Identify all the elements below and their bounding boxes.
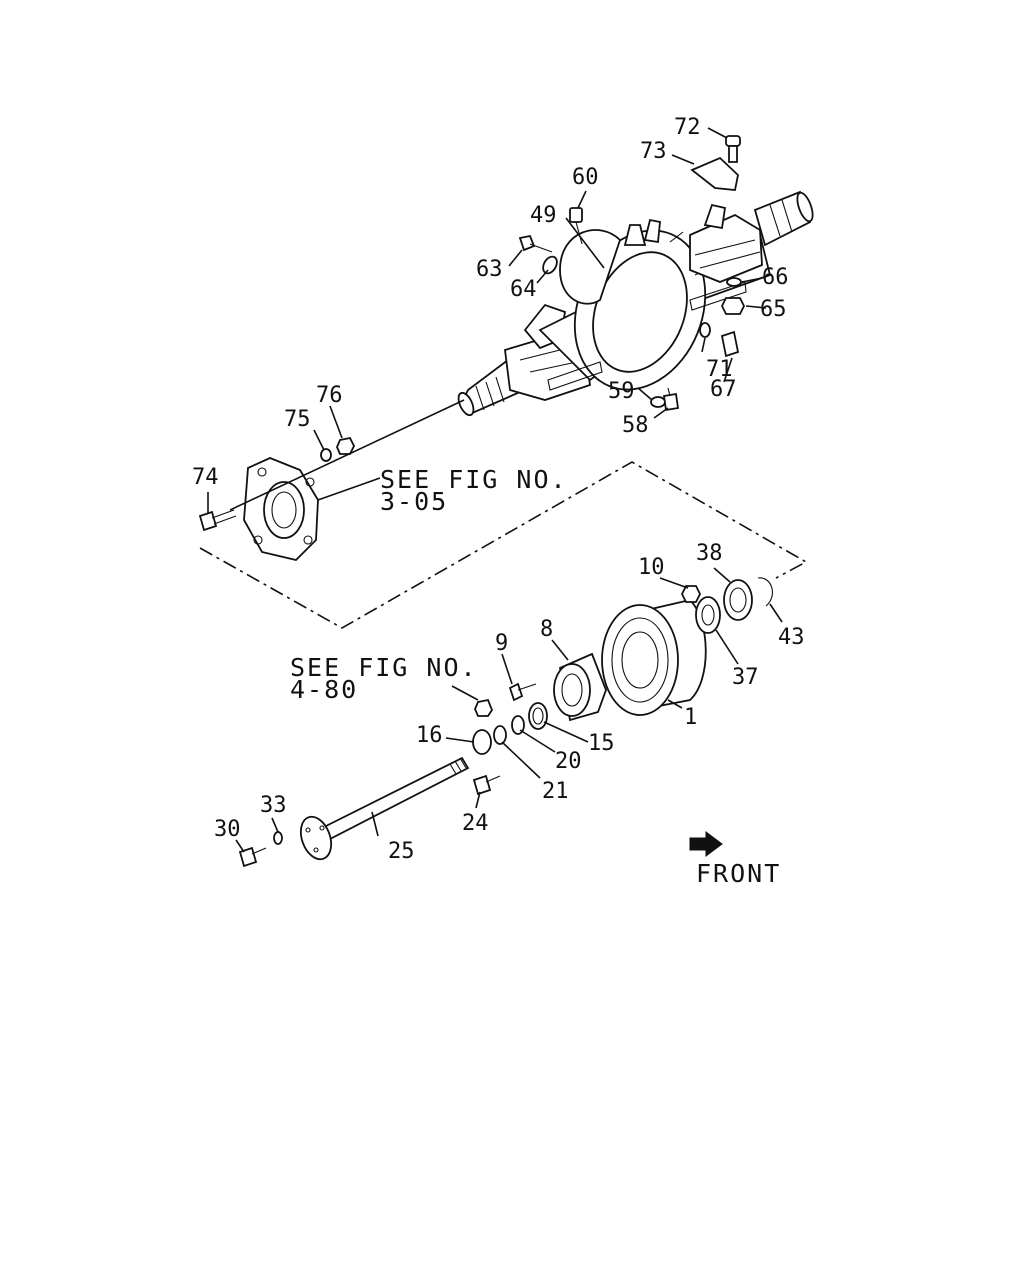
callout-58: 58 (622, 413, 649, 438)
callout-71: 71 (706, 357, 733, 382)
callout-67: 67 (710, 377, 737, 402)
callout-66: 66 (762, 265, 789, 290)
housing-small-parts (320, 135, 746, 462)
callout-16: 16 (416, 723, 443, 748)
callout-20: 20 (555, 749, 582, 774)
callout-25: 25 (388, 839, 415, 864)
callout-30: 30 (214, 817, 241, 842)
callout-60: 60 (572, 165, 599, 190)
group-boundary (199, 461, 808, 629)
callout-37: 37 (732, 665, 759, 690)
reference-see-fig-3-05: SEE FIG NO. 3-05 (380, 465, 568, 516)
front-arrow-icon (689, 831, 723, 857)
callout-24: 24 (462, 811, 489, 836)
callout-74: 74 (192, 465, 219, 490)
callout-10: 10 (638, 555, 665, 580)
callout-63: 63 (476, 257, 503, 282)
callout-49: 49 (530, 203, 557, 228)
callout-72: 72 (674, 115, 701, 140)
callout-1: 1 (684, 705, 697, 730)
front-direction-label: FRONT (696, 859, 781, 888)
reference-line1: SEE FIG NO. (290, 653, 478, 682)
hub-drum-assembly (472, 577, 773, 796)
leader-lines (207, 127, 783, 853)
callout-38: 38 (696, 541, 723, 566)
callout-43: 43 (778, 625, 805, 650)
reference-see-fig-4-80: SEE FIG NO. 4-80 (290, 653, 478, 704)
reference-line1: SEE FIG NO. (380, 465, 568, 494)
callout-21: 21 (542, 779, 569, 804)
callout-8: 8 (540, 617, 553, 642)
reference-line2: 3-05 (380, 487, 448, 516)
axle-shaft (238, 756, 470, 868)
callout-65: 65 (760, 297, 787, 322)
brake-spider (198, 457, 319, 561)
callouts: 1 8 9 10 15 16 20 21 24 25 30 33 37 38 4… (192, 115, 805, 864)
callout-59: 59 (608, 379, 635, 404)
axle-housing (457, 190, 814, 417)
callout-9: 9 (495, 631, 508, 656)
callout-75: 75 (284, 407, 311, 432)
callout-33: 33 (260, 793, 287, 818)
callout-76: 76 (316, 383, 343, 408)
reference-line2: 4-80 (290, 675, 358, 704)
callout-15: 15 (588, 731, 615, 756)
callout-64: 64 (510, 277, 537, 302)
callout-73: 73 (640, 139, 667, 164)
